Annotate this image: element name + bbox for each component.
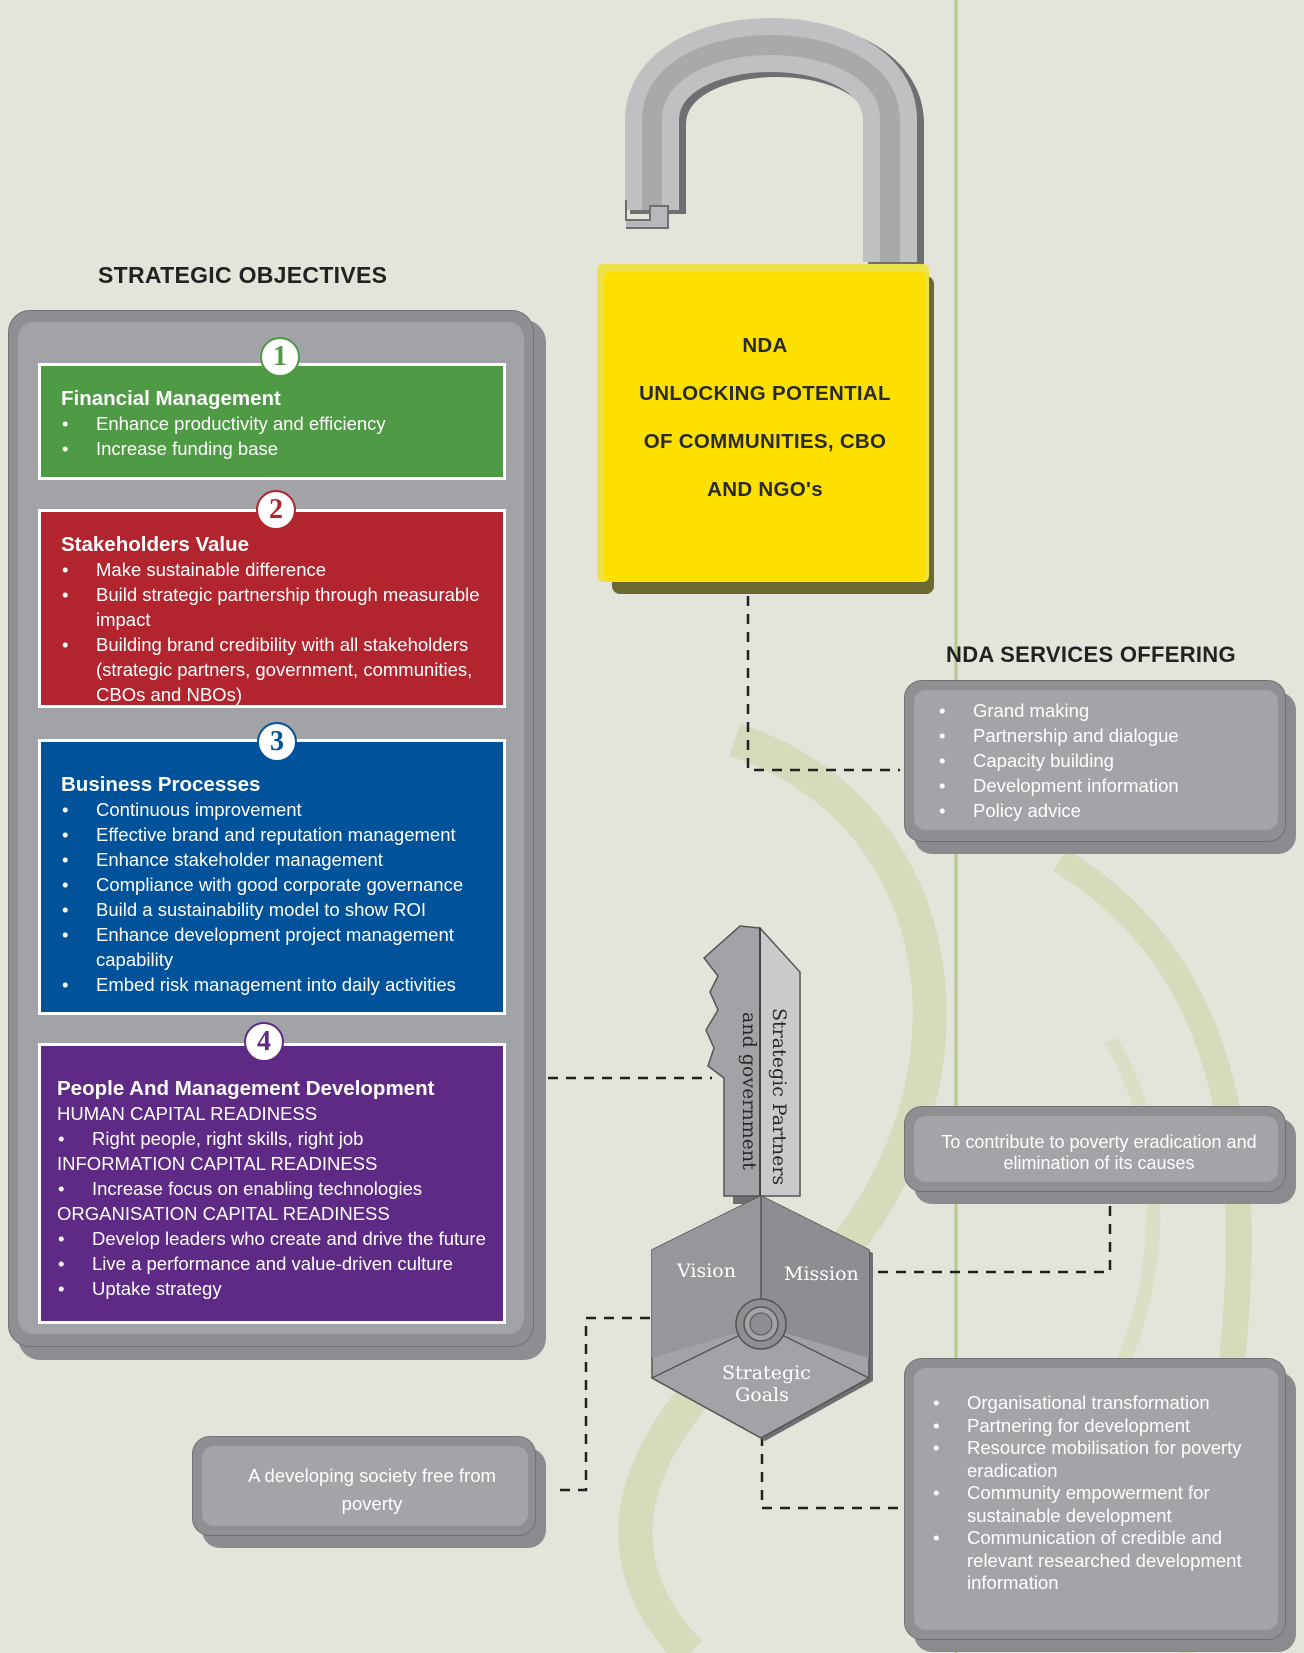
group-items: Develop leaders who create and drive the… <box>57 1226 489 1301</box>
objective-people-management-development: People And Management Development HUMAN … <box>38 1043 506 1324</box>
key-blade-text-1: Strategic Partners <box>768 1008 790 1186</box>
key-mission-label: Mission <box>784 1263 859 1285</box>
list-item: Build strategic partnership through meas… <box>61 582 483 632</box>
objective-title: Business Processes <box>61 773 261 796</box>
strategic-objectives-heading: STRATEGIC OBJECTIVES <box>98 262 388 288</box>
service-item: Partnership and dialogue <box>938 723 1278 748</box>
key-vision-label: Vision <box>677 1260 736 1282</box>
key-goals-label: Strategic Goals <box>722 1362 811 1406</box>
objective-financial-management: Financial Management Enhance productivit… <box>38 363 506 480</box>
service-item: Policy advice <box>938 798 1278 823</box>
objective-number-badge: 2 <box>256 490 296 530</box>
group-items: Increase focus on enabling technologies <box>57 1176 489 1201</box>
badge-number: 3 <box>270 726 284 757</box>
vision-text-line: poverty <box>341 1493 403 1514</box>
badge-number: 4 <box>257 1026 271 1057</box>
goals-list: Organisational transformation Partnering… <box>932 1392 1272 1595</box>
list-item: Effective brand and reputation managemen… <box>61 822 483 847</box>
list-item: Uptake strategy <box>57 1276 489 1301</box>
services-list: Grand making Partnership and dialogue Ca… <box>938 698 1278 823</box>
objective-items: Enhance productivity and efficiency Incr… <box>61 411 483 461</box>
list-item: Right people, right skills, right job <box>57 1126 489 1151</box>
lock-face <box>604 272 926 582</box>
goal-item: Communication of credible and relevant r… <box>932 1527 1272 1595</box>
objective-title: People And Management Development <box>57 1077 435 1100</box>
list-item: Live a performance and value-driven cult… <box>57 1251 489 1276</box>
group-label: INFORMATION CAPITAL READINESS <box>57 1153 378 1174</box>
goal-item: Partnering for development <box>932 1415 1272 1438</box>
list-item: Enhance productivity and efficiency <box>61 411 483 436</box>
group-label: ORGANISATION CAPITAL READINESS <box>57 1203 390 1224</box>
list-item: Build a sustainability model to show ROI <box>61 897 483 922</box>
goal-item: Resource mobilisation for poverty eradic… <box>932 1437 1272 1482</box>
list-item: Building brand credibility with all stak… <box>61 632 483 707</box>
list-item: Develop leaders who create and drive the… <box>57 1226 489 1251</box>
key-graphic <box>651 925 873 1441</box>
mission-text-line: To contribute to poverty eradication and <box>941 1132 1257 1152</box>
list-item: Enhance development project management c… <box>61 922 483 972</box>
list-item: Continuous improvement <box>61 797 483 822</box>
objective-number-badge: 1 <box>260 337 300 377</box>
connector-lines <box>548 596 1112 1510</box>
key-goals-label-line: Goals <box>735 1384 789 1406</box>
objective-business-processes: Business Processes Continuous improvemen… <box>38 739 506 1015</box>
objective-title: Stakeholders Value <box>61 533 250 556</box>
objective-number-badge: 4 <box>244 1022 284 1062</box>
list-item: Make sustainable difference <box>61 557 483 582</box>
vision-text-line: A developing society free from <box>248 1465 496 1486</box>
list-item: Compliance with good corporate governanc… <box>61 872 483 897</box>
objective-stakeholders-value: Stakeholders Value Make sustainable diff… <box>38 509 506 708</box>
key-goals-label-line: Strategic <box>722 1362 811 1384</box>
lock-text-line: AND NGO's <box>707 478 823 501</box>
badge-number: 1 <box>273 341 287 372</box>
lock-text-line: NDA <box>742 334 788 357</box>
list-item: Increase focus on enabling technologies <box>57 1176 489 1201</box>
service-item: Grand making <box>938 698 1278 723</box>
goal-item: Organisational transformation <box>932 1392 1272 1415</box>
key-blade-text-2: and government <box>738 1012 760 1170</box>
group-items: Right people, right skills, right job <box>57 1126 489 1151</box>
list-item: Enhance stakeholder management <box>61 847 483 872</box>
objective-number-badge: 3 <box>257 722 297 762</box>
goal-item: Community empowerment for sustainable de… <box>932 1482 1272 1527</box>
service-item: Development information <box>938 773 1278 798</box>
objective-title: Financial Management <box>61 387 281 410</box>
lock-text-line: UNLOCKING POTENTIAL <box>639 382 891 405</box>
lock-text-line: OF COMMUNITIES, CBO <box>643 430 887 453</box>
objective-items: Continuous improvement Effective brand a… <box>61 797 483 997</box>
list-item: Embed risk management into daily activit… <box>61 972 483 997</box>
lock-shackle <box>625 18 924 266</box>
list-item: Increase funding base <box>61 436 483 461</box>
services-heading: NDA SERVICES OFFERING <box>946 642 1236 667</box>
service-item: Capacity building <box>938 748 1278 773</box>
vision-text: A developing society free from poverty <box>202 1462 542 1518</box>
group-label: HUMAN CAPITAL READINESS <box>57 1103 318 1124</box>
badge-number: 2 <box>269 494 283 525</box>
vision-box-inner <box>202 1446 528 1526</box>
mission-text-line: elimination of its causes <box>1003 1153 1195 1173</box>
mission-text: To contribute to poverty eradication and… <box>914 1132 1284 1174</box>
objective-items: Make sustainable difference Build strate… <box>61 557 483 707</box>
mission-box-inner <box>914 1116 1278 1182</box>
